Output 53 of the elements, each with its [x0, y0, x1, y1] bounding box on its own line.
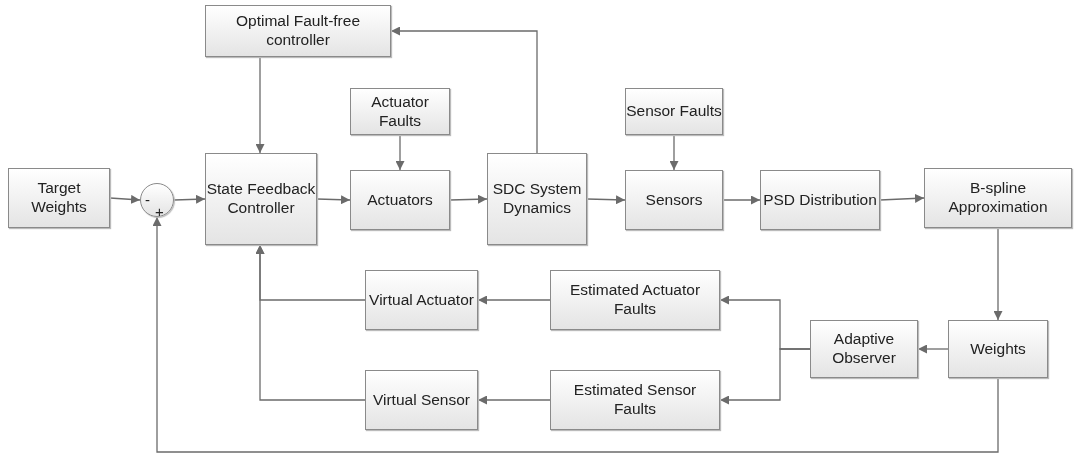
- block-label: Optimal Fault-free controller: [234, 12, 361, 50]
- block-label: Target Weights: [30, 179, 88, 217]
- block-label: PSD Distribution: [763, 190, 877, 210]
- arrow: [316, 195, 351, 205]
- arrow: [390, 26, 538, 154]
- arrow: [993, 227, 1003, 321]
- block-label: Sensor Faults: [626, 102, 722, 121]
- sign-label: -: [145, 192, 150, 207]
- arrow: [917, 344, 949, 354]
- process-box: [365, 270, 478, 330]
- arrow: [449, 194, 488, 204]
- arrow: [255, 244, 366, 401]
- block-label: State Feedback Controller: [206, 180, 316, 218]
- process-box: [948, 320, 1048, 378]
- process-box: [625, 88, 723, 135]
- process-box: [365, 370, 478, 430]
- block-label: SDC System Dynamics: [491, 180, 583, 218]
- arrow: [722, 195, 761, 205]
- arrow: [586, 195, 626, 205]
- block-label: Actuators: [367, 190, 433, 210]
- block-label: Adaptive Observer: [831, 330, 897, 368]
- process-box: [350, 170, 450, 230]
- block-label: Estimated Sensor Faults: [572, 381, 698, 419]
- arrow: [719, 348, 811, 405]
- arrow: [255, 56, 265, 154]
- arrow: [173, 194, 206, 204]
- block-label: Sensors: [645, 190, 703, 210]
- block-label: Actuator Faults: [370, 92, 430, 131]
- sign-label: +: [155, 204, 164, 219]
- process-box: [205, 5, 391, 57]
- process-box: [8, 168, 110, 228]
- process-box: [205, 153, 317, 245]
- block-label: Virtual Actuator: [369, 290, 474, 310]
- arrow: [477, 395, 551, 405]
- summing-junction: [140, 183, 174, 217]
- arrow: [152, 216, 999, 453]
- arrow: [109, 194, 141, 204]
- process-box: [550, 270, 720, 330]
- block-label: Weights: [970, 339, 1026, 359]
- arrow: [395, 134, 405, 171]
- process-box: [550, 370, 720, 430]
- block-label: Virtual Sensor: [372, 390, 471, 410]
- process-box: [350, 88, 450, 135]
- arrow: [669, 134, 679, 171]
- process-box: [810, 320, 918, 378]
- process-box: [760, 170, 880, 230]
- arrow: [477, 295, 551, 305]
- block-label: B-spline Approximation: [947, 179, 1049, 217]
- process-box: [924, 168, 1072, 228]
- arrow: [879, 193, 925, 203]
- block-label: Estimated Actuator Faults: [568, 281, 702, 319]
- process-box: [625, 170, 723, 230]
- process-box: [487, 153, 587, 245]
